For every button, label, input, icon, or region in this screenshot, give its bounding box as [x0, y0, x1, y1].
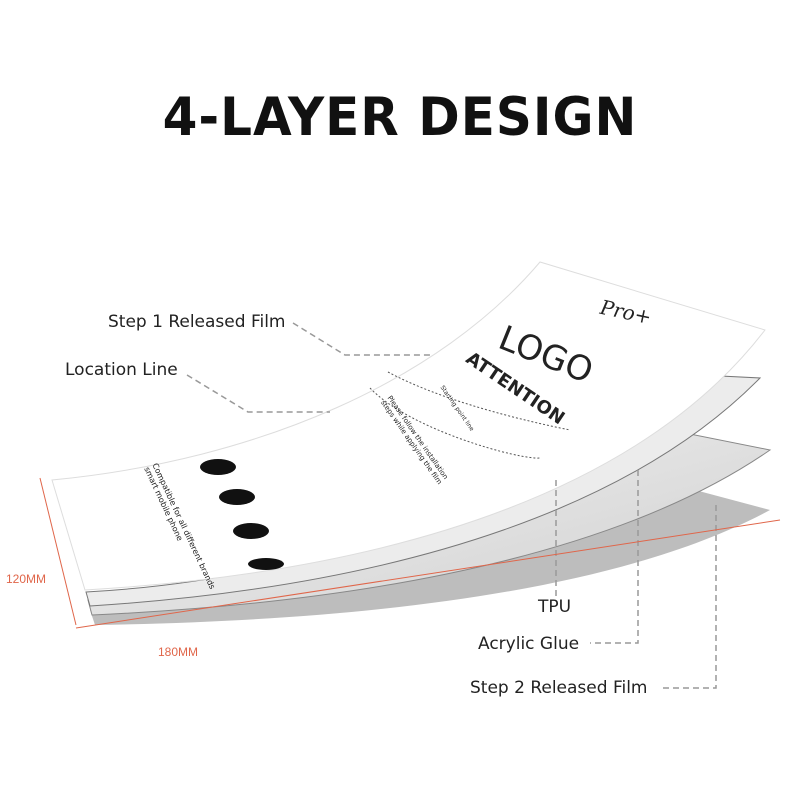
leader-location: [186, 374, 330, 413]
label-acrylic-glue: Acrylic Glue: [478, 634, 580, 654]
height-dimension: 120MM: [6, 572, 47, 586]
label-tpu: TPU: [538, 597, 572, 617]
icon-badge: [233, 523, 269, 539]
page-title: 4-LAYER DESIGN: [162, 86, 638, 148]
width-dimension-line: [75, 519, 781, 629]
label-step1-released-film: Step 1 Released Film: [108, 312, 286, 332]
leader-glue: [590, 470, 639, 644]
icon-badge: [200, 459, 236, 475]
width-dimension: 180MM: [158, 645, 199, 659]
leader-step1: [292, 322, 432, 356]
leader-step2: [660, 505, 717, 689]
height-dimension-line: [39, 477, 77, 626]
label-step2-released-film: Step 2 Released Film: [470, 678, 648, 698]
icon-badge: [219, 489, 255, 505]
location-line: [387, 371, 571, 431]
label-location-line: Location Line: [65, 360, 178, 380]
icon-badge: [248, 558, 284, 570]
layer-step1-released-film: [51, 261, 766, 591]
